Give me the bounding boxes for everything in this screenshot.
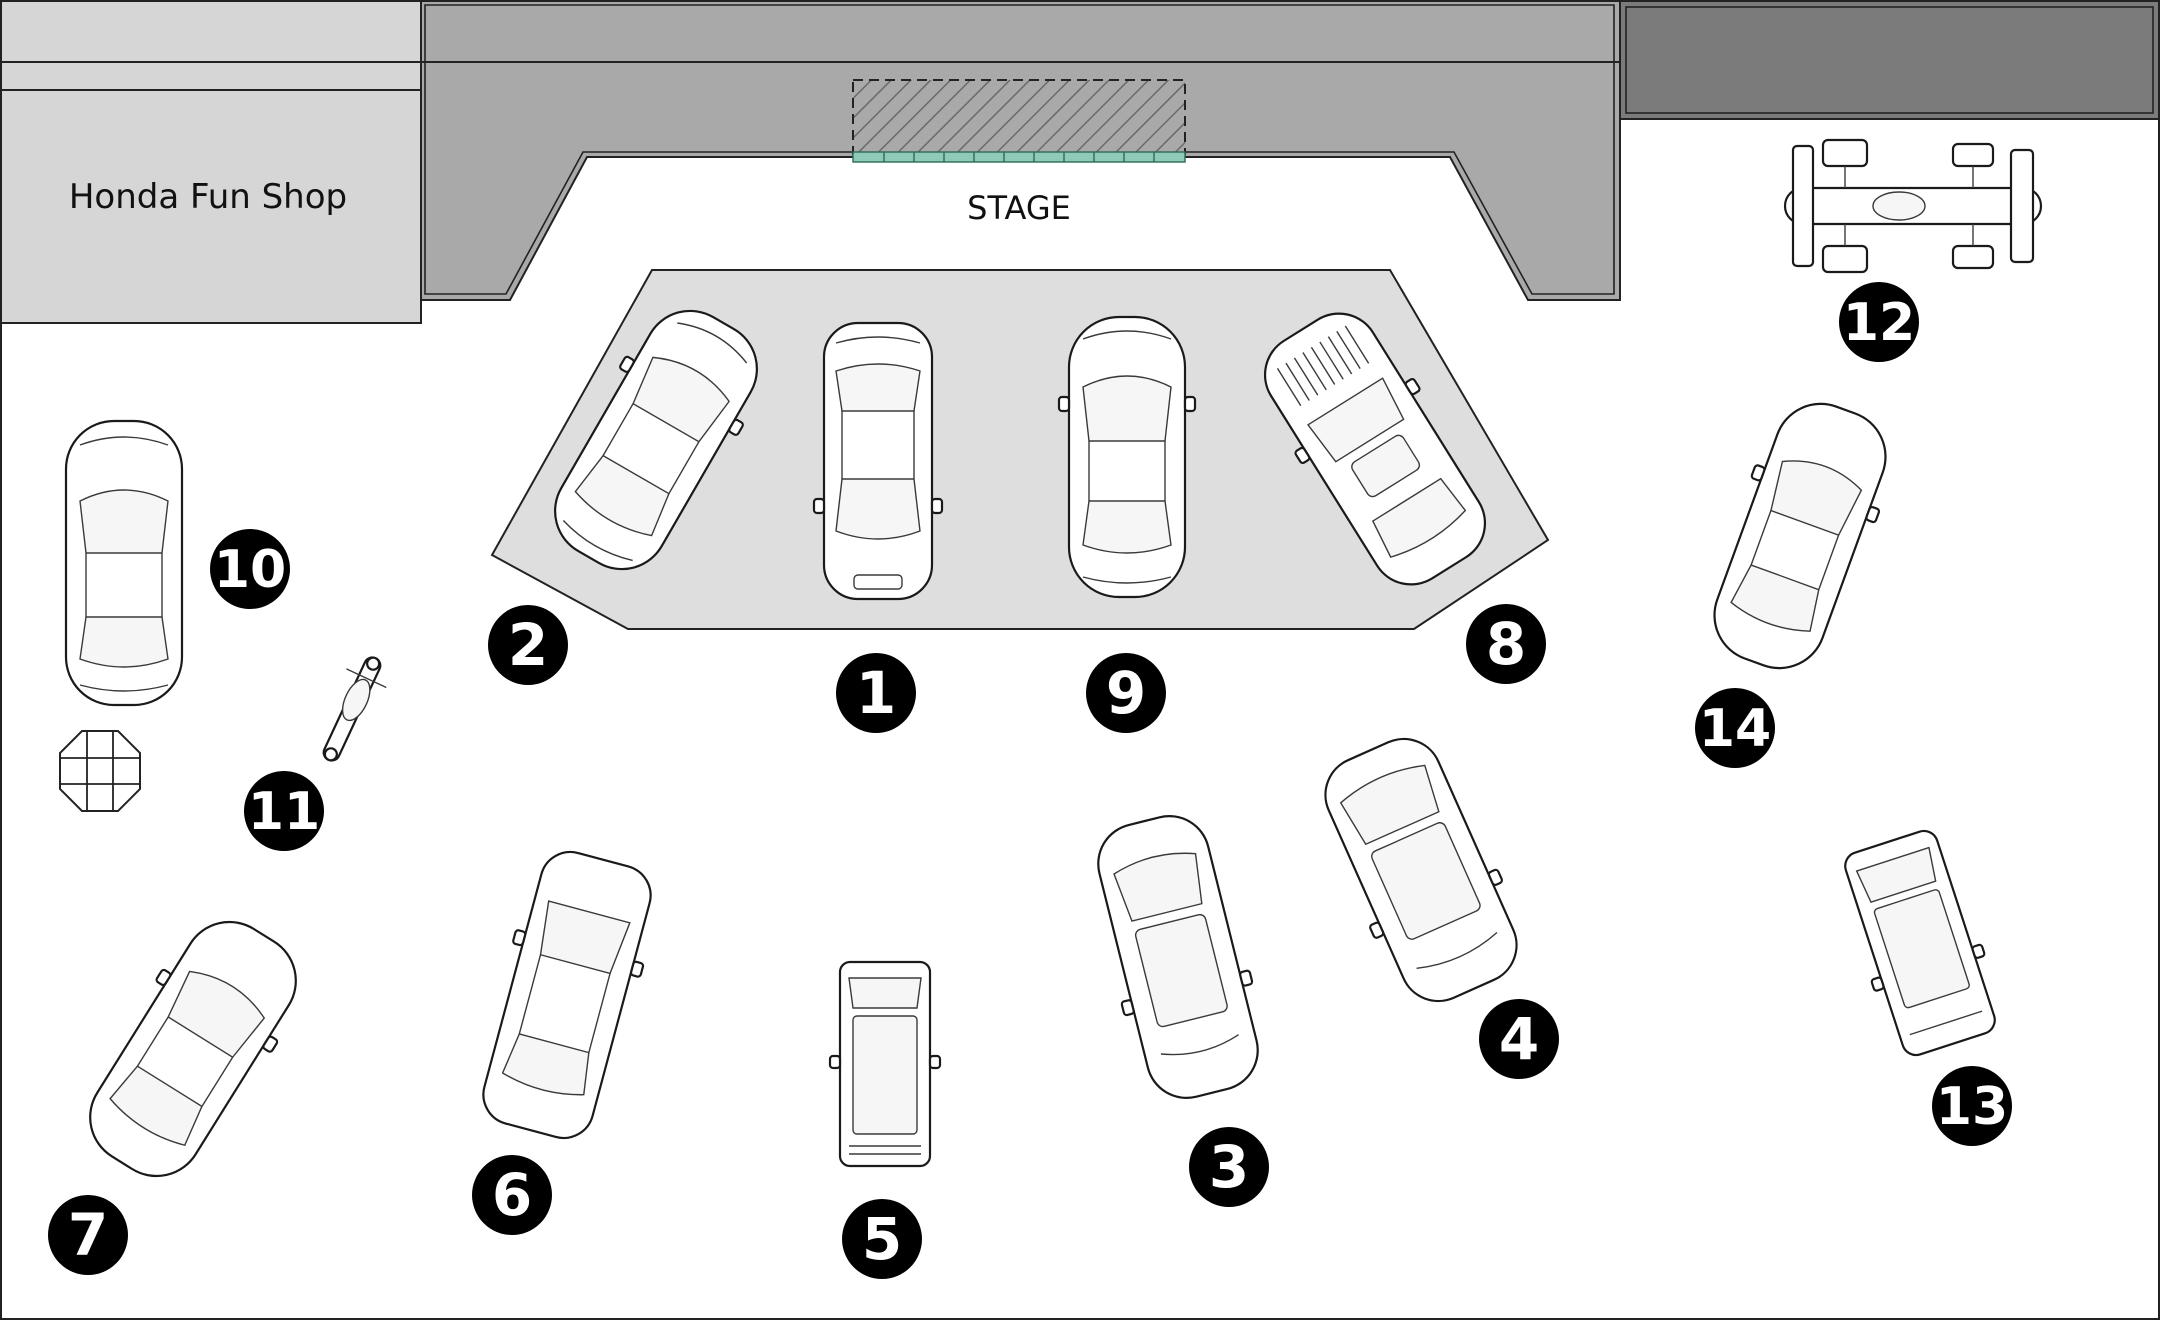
marker-12[interactable]: 12 (1839, 282, 1919, 362)
svg-text:9: 9 (1106, 659, 1146, 727)
svg-text:7: 7 (68, 1201, 108, 1269)
marker-9[interactable]: 9 (1086, 653, 1166, 733)
stage-backdrop (852, 79, 1186, 155)
svg-text:10: 10 (214, 540, 286, 600)
vehicle-4[interactable] (1304, 723, 1538, 1017)
svg-text:1: 1 (856, 659, 896, 727)
formula-car-icon[interactable] (1783, 138, 2043, 274)
vehicle-10[interactable] (64, 419, 184, 707)
vehicle-7[interactable] (64, 899, 321, 1198)
svg-text:8: 8 (1486, 610, 1526, 678)
vehicle-14[interactable] (1692, 388, 1908, 685)
honda-fun-shop[interactable]: Honda Fun Shop (0, 0, 422, 324)
stage-edge-lights (852, 151, 1186, 163)
vehicle-13[interactable] (1832, 824, 2008, 1061)
stage-building (420, 0, 1621, 301)
marker-14[interactable]: 14 (1695, 688, 1775, 768)
dark-building (1619, 0, 2160, 120)
motorcycle-icon[interactable] (308, 649, 395, 769)
svg-text:3: 3 (1209, 1133, 1249, 1201)
marker-2[interactable]: 2 (488, 605, 568, 685)
stage-edge-ticks (883, 152, 1155, 162)
marker-8[interactable]: 8 (1466, 604, 1546, 684)
svg-text:6: 6 (492, 1161, 532, 1229)
svg-text:12: 12 (1843, 293, 1915, 353)
svg-text:11: 11 (248, 782, 320, 842)
octagon-grid-icon (59, 730, 141, 812)
svg-text:2: 2 (508, 611, 548, 679)
svg-text:4: 4 (1499, 1005, 1539, 1073)
svg-text:13: 13 (1936, 1077, 2008, 1137)
vehicle-1[interactable] (812, 321, 944, 601)
vehicle-2[interactable] (530, 289, 783, 591)
vehicle-3[interactable] (1080, 805, 1276, 1109)
vehicle-9[interactable] (1057, 315, 1197, 599)
marker-5[interactable]: 5 (842, 1199, 922, 1279)
svg-text:5: 5 (862, 1205, 902, 1273)
stage-label: STAGE (967, 189, 1071, 227)
shop-label: Honda Fun Shop (69, 177, 347, 217)
marker-1[interactable]: 1 (836, 653, 916, 733)
svg-text:14: 14 (1699, 699, 1771, 759)
vehicle-5[interactable] (828, 960, 942, 1168)
marker-6[interactable]: 6 (472, 1155, 552, 1235)
marker-11[interactable]: 11 (244, 771, 324, 851)
vehicle-8[interactable] (1241, 293, 1508, 605)
marker-4[interactable]: 4 (1479, 999, 1559, 1079)
marker-7[interactable]: 7 (48, 1195, 128, 1275)
vehicle-6[interactable] (467, 843, 667, 1148)
marker-10[interactable]: 10 (210, 529, 290, 609)
marker-3[interactable]: 3 (1189, 1127, 1269, 1207)
marker-13[interactable]: 13 (1932, 1066, 2012, 1146)
